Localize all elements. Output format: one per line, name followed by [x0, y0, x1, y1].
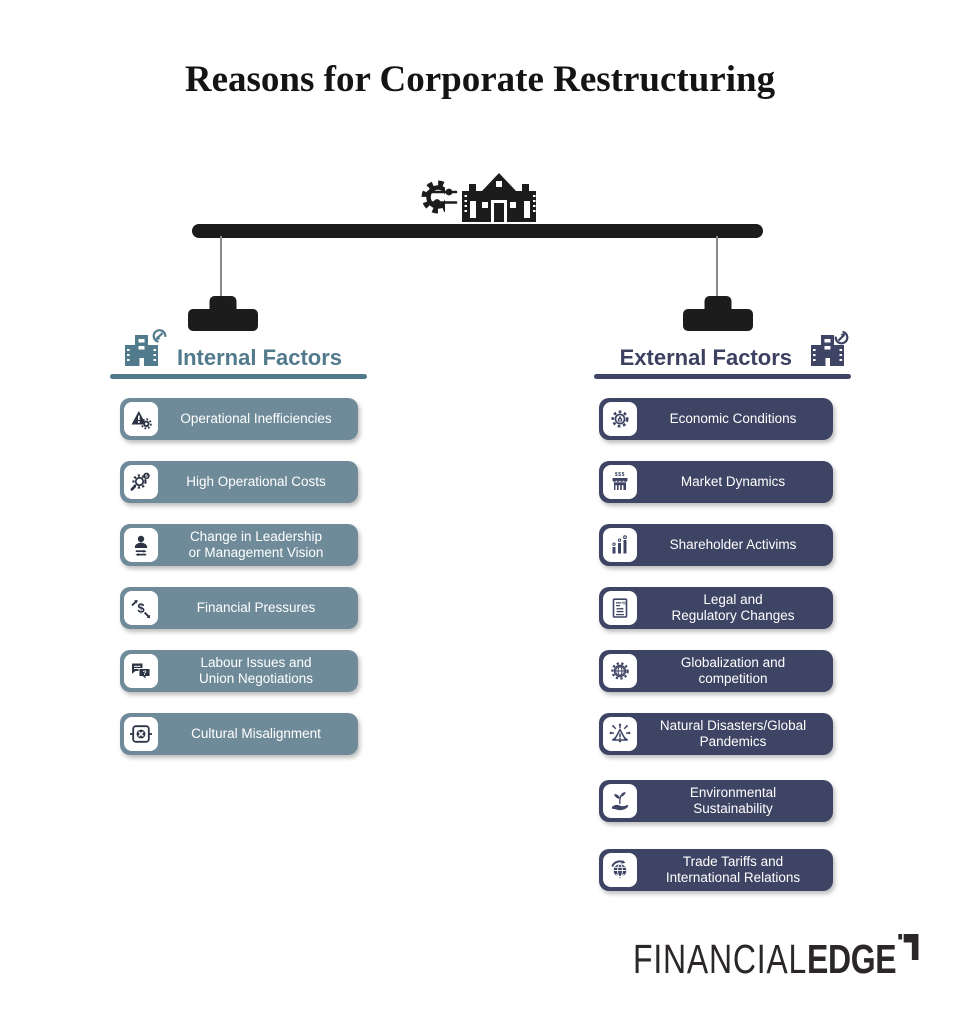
pill-label: Operational Inefficiencies [180, 411, 332, 427]
balance-wire-left [220, 236, 222, 300]
leadership-change-icon [124, 528, 158, 562]
pill-label: Economic Conditions [669, 411, 797, 427]
pill-operational-inefficiencies: Operational Inefficiencies [120, 398, 358, 440]
external-factors-label: External Factors [619, 345, 792, 370]
pill-label: Market Dynamics [680, 474, 786, 490]
brand-financial: FINANCIAL [633, 936, 808, 982]
internal-factors-label: Internal Factors [177, 345, 343, 370]
pill-label: Natural Disasters/Global Pandemics [659, 718, 807, 749]
pill-economic-conditions: $ Economic Conditions [599, 398, 833, 440]
pill-label: Financial Pressures [196, 600, 316, 616]
pill-label: Change in Leadership or Management Visio… [188, 529, 324, 560]
external-underline [594, 374, 851, 379]
trade-globe-icon [603, 853, 637, 887]
svg-text:$: $ [137, 601, 145, 616]
pill-high-operational-costs: $ High Operational Costs [120, 461, 358, 503]
market-stall-icon: $$$ [603, 465, 637, 499]
pill-label: Trade Tariffs and International Relation… [665, 854, 801, 885]
pill-environmental-sustainability: Environmental Sustainability [599, 780, 833, 822]
pill-label: Environmental Sustainability [689, 785, 777, 816]
alert-gear-icon [124, 402, 158, 436]
pill-trade-tariffs: Trade Tariffs and International Relation… [599, 849, 833, 891]
balance-beam [192, 224, 763, 238]
financial-pressure-icon: $ [124, 591, 158, 625]
pill-label: Legal and Regulatory Changes [671, 592, 795, 623]
pill-label: High Operational Costs [186, 474, 326, 490]
balance-weight-right [683, 296, 753, 331]
brand-edge: EDGE [807, 936, 897, 982]
svg-text:?: ? [143, 670, 147, 677]
economy-gear-icon: $ [603, 402, 637, 436]
pill-natural-disasters: Natural Disasters/Global Pandemics [599, 713, 833, 755]
legal-document-icon: % [603, 591, 637, 625]
balance-weight-left [188, 296, 258, 331]
search-cost-icon: $ [124, 465, 158, 499]
shareholder-chart-icon [603, 528, 637, 562]
balance-wire-right [716, 236, 718, 300]
misalignment-icon [124, 717, 158, 751]
pill-label: Shareholder Activims [669, 537, 797, 553]
page-title: Reasons for Corporate Restructuring [184, 59, 776, 100]
pill-change-in-leadership: Change in Leadership or Management Visio… [120, 524, 358, 566]
pill-label: Cultural Misalignment [191, 726, 321, 742]
negotiation-chat-icon: ? [124, 654, 158, 688]
building-arrow-in-icon [125, 329, 167, 366]
svg-text:$: $ [619, 418, 621, 422]
sustainability-hand-icon [603, 784, 637, 818]
pandemic-virus-icon [603, 717, 637, 751]
gear-building-icon [421, 173, 536, 222]
svg-text:$$$: $$$ [615, 472, 625, 478]
external-factors-list: $ Economic Conditions $$$ Market Dynamic… [599, 398, 833, 891]
globe-gear-icon [603, 654, 637, 688]
svg-text:%: % [622, 600, 626, 605]
building-arrow-out-icon [811, 330, 849, 366]
pill-financial-pressures: $ Financial Pressures [120, 587, 358, 629]
edge-corner-icon [898, 934, 919, 960]
pill-globalization-competition: Globalization and competition [599, 650, 833, 692]
svg-text:$: $ [145, 474, 148, 480]
external-factors-header: External Factors [594, 324, 851, 374]
pill-shareholder-activism: Shareholder Activims [599, 524, 833, 566]
pill-market-dynamics: $$$ Market Dynamics [599, 461, 833, 503]
internal-factors-header: Internal Factors [118, 324, 342, 374]
pill-label: Globalization and competition [680, 655, 786, 686]
pill-cultural-misalignment: Cultural Misalignment [120, 713, 358, 755]
internal-underline [110, 374, 367, 379]
internal-factors-list: Operational Inefficiencies $ High Operat… [120, 398, 358, 755]
pill-label: Labour Issues and Union Negotiations [198, 655, 314, 686]
pill-legal-regulatory: % Legal and Regulatory Changes [599, 587, 833, 629]
pill-labour-issues: ? Labour Issues and Union Negotiations [120, 650, 358, 692]
